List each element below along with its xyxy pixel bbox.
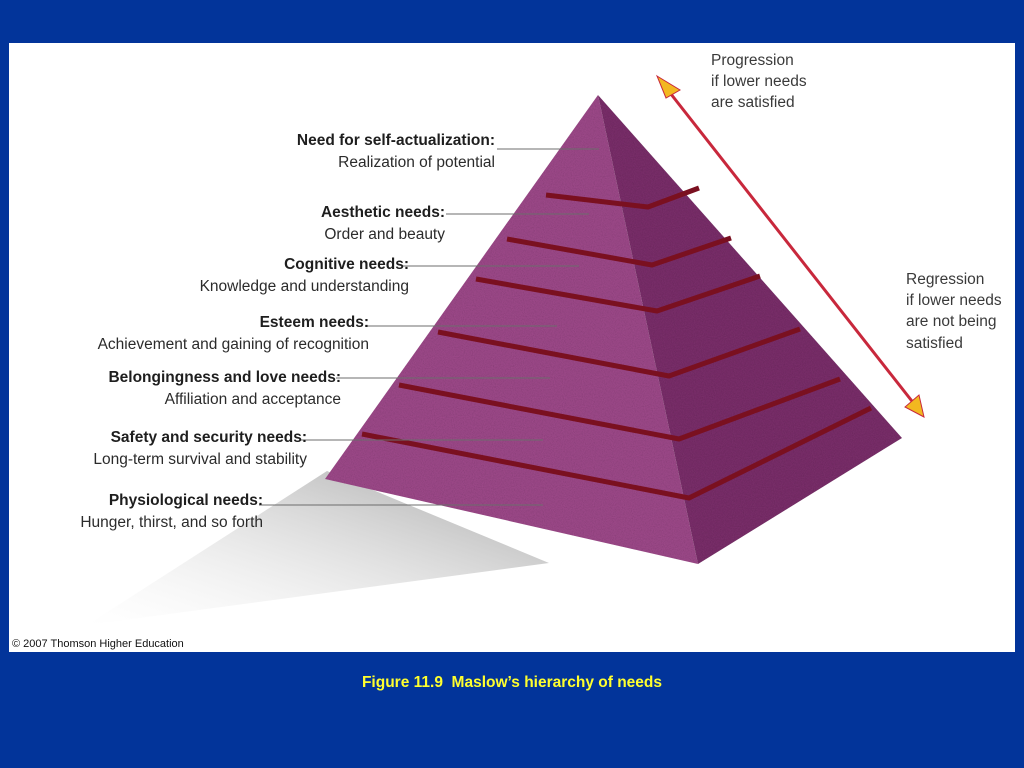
- regression-line: satisfied: [906, 334, 963, 352]
- level-title: Need for self-actualization:: [296, 132, 495, 149]
- progression-note: Progression if lower needs are satisfied: [711, 50, 807, 114]
- label-safety: Safety and security needs: Long-term sur…: [93, 428, 307, 470]
- level-title: Safety and security needs:: [110, 429, 307, 446]
- level-title: Aesthetic needs:: [320, 204, 445, 221]
- level-desc: Order and beauty: [324, 226, 445, 244]
- double-arrow: [655, 74, 925, 418]
- progression-line: are satisfied: [711, 94, 795, 112]
- level-title: Esteem needs:: [259, 314, 369, 331]
- gap-6: [361, 405, 873, 501]
- progression-line: if lower needs: [711, 73, 807, 91]
- arrow-head-down: [904, 394, 925, 418]
- gap-1: [545, 185, 700, 210]
- level-desc: Achievement and gaining of recognition: [97, 336, 369, 354]
- level-desc: Affiliation and acceptance: [164, 391, 341, 409]
- level-desc: Knowledge and understanding: [199, 278, 409, 296]
- arrow-head-up: [655, 74, 681, 99]
- gap-4: [437, 326, 801, 379]
- gap-3: [475, 273, 761, 314]
- level-title: Cognitive needs:: [284, 256, 409, 273]
- regression-line: are not being: [906, 313, 997, 331]
- arrow-shaft: [665, 88, 917, 406]
- level-title: Physiological needs:: [108, 492, 263, 509]
- gap-2: [506, 235, 732, 268]
- figure-caption: Figure 11.9 Maslow’s hierarchy of needs: [361, 674, 663, 691]
- level-title: Belongingness and love needs:: [108, 369, 341, 386]
- gap-5: [398, 376, 841, 442]
- label-cognitive: Cognitive needs: Knowledge and understan…: [200, 255, 409, 297]
- pyramid-shadow: [87, 471, 549, 625]
- regression-note: Regression if lower needs are not being …: [906, 269, 1002, 354]
- label-belongingness: Belongingness and love needs: Affiliatio…: [108, 368, 341, 410]
- label-self-actualization: Need for self-actualization: Realization…: [297, 131, 495, 173]
- label-esteem: Esteem needs: Achievement and gaining of…: [98, 313, 369, 355]
- level-desc: Hunger, thirst, and so forth: [80, 514, 263, 532]
- progression-line: Progression: [711, 52, 794, 69]
- regression-line: Regression: [906, 271, 985, 288]
- level-desc: Realization of potential: [338, 154, 495, 172]
- label-physiological: Physiological needs: Hunger, thirst, and…: [80, 491, 263, 533]
- regression-line: if lower needs: [906, 292, 1002, 310]
- figure-panel: Need for self-actualization: Realization…: [9, 43, 1015, 652]
- level-desc: Long-term survival and stability: [93, 451, 307, 469]
- label-aesthetic: Aesthetic needs: Order and beauty: [321, 203, 445, 245]
- pyramid-right-face: [598, 95, 902, 564]
- copyright-notice: © 2007 Thomson Higher Education: [12, 638, 184, 650]
- pyramid-figure: [87, 74, 925, 625]
- leader-lines: [259, 148, 599, 506]
- layer-gaps: [361, 185, 873, 501]
